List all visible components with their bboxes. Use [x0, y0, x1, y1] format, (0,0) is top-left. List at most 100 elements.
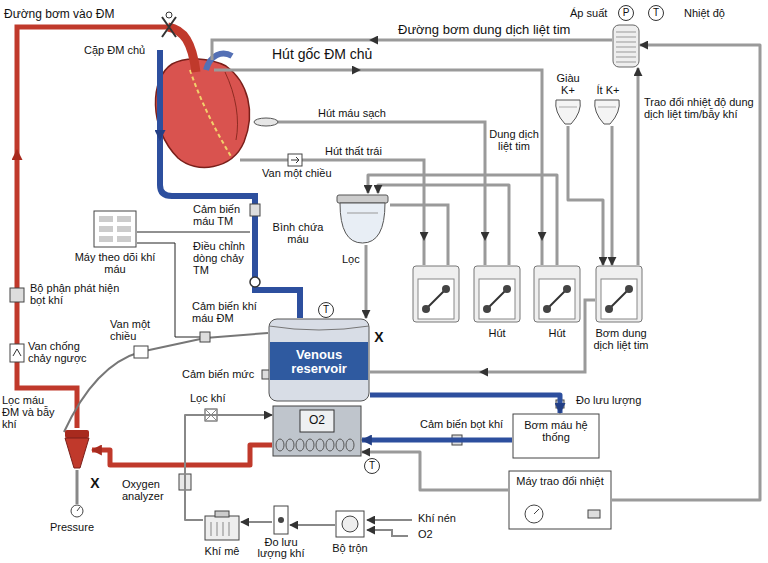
illustration-part: [418, 279, 454, 319]
part-label: Lọc khí: [190, 392, 240, 404]
sensors: [179, 370, 564, 490]
illustration-part: [214, 70, 542, 265]
illustration-part: [480, 372, 500, 373]
suction-wand: [254, 118, 302, 166]
part-label: Van một chiều: [110, 318, 156, 342]
node-label: Hút: [533, 327, 581, 339]
node-label: Bộ trộn: [327, 542, 373, 554]
tube-connector: [241, 521, 272, 523]
illustration-part: [10, 344, 24, 362]
tube-connector: [185, 415, 272, 520]
tube-connector: [368, 175, 557, 265]
node-shape: [473, 265, 521, 323]
venous-line: [160, 50, 300, 318]
gas-blender: Bộ trộn: [335, 510, 365, 538]
node-label: Bình chứa máu: [267, 221, 329, 245]
node-label: Bơm máu hệ thống: [515, 419, 597, 443]
node-shape: [592, 98, 622, 126]
part-label: Nhiệt độ: [684, 7, 744, 19]
illustration-part: [422, 305, 430, 313]
part-label: Cảm biến mức: [182, 368, 262, 380]
illustration-part: [71, 505, 83, 517]
part-label: Cảm biến bọt khí: [420, 418, 510, 430]
illustration-part: [77, 507, 80, 511]
node-shape: [272, 405, 362, 457]
illustration-part: [168, 27, 196, 72]
node-shape: [595, 265, 643, 323]
illustration-part: [137, 232, 250, 233]
illustration-part: [160, 50, 300, 318]
illustration-part: [542, 220, 543, 240]
node-shape: [612, 24, 640, 68]
node-shape: [553, 98, 583, 126]
sensor-symbol: P: [618, 5, 634, 21]
illustration-part: [413, 266, 459, 322]
node-label: Máy theo dõi khí máu: [68, 251, 162, 275]
illustration-part: [370, 40, 380, 41]
part-label: Hút thất trái: [325, 145, 415, 157]
part-label: Cảm biến máu TM: [193, 203, 245, 227]
node-shape: [335, 510, 365, 538]
illustration-part: [160, 110, 161, 140]
node-label: Lọc máu ĐM và bẫy khí: [2, 394, 58, 430]
part-label: Bộ phận phát hiện bọt khí: [30, 282, 120, 306]
part-label: Cặp ĐM chủ: [84, 44, 164, 56]
venous-reservoir: Venous reservoir: [268, 318, 370, 402]
sensor-symbol: T: [648, 5, 664, 21]
arterial-line: [10, 12, 176, 517]
sensor-symbol: T: [364, 458, 380, 474]
node-shape: [533, 265, 581, 323]
tube-connector: [365, 245, 368, 318]
part-label: Pressure: [50, 521, 110, 533]
roller-pump: Hút: [533, 265, 581, 323]
process-box: Máy trao đổi nhiệt: [508, 470, 612, 530]
node-shape: [62, 428, 92, 470]
tube-connector: [378, 185, 509, 265]
illustration-part: [424, 220, 425, 240]
part-label: Oxygen analyzer: [122, 478, 174, 502]
node-label: Ít K+: [588, 84, 628, 96]
part-label: Cảm biến khí máu ĐM: [192, 300, 264, 324]
node-label: Bơm dung dịch liệt tim: [593, 327, 649, 351]
illustration-part: [134, 346, 148, 358]
node-label: Trao đổi nhiệt độ dung dịch liệt tim/bẫy…: [644, 96, 756, 120]
illustration-part: [288, 154, 302, 166]
illustration-part: [367, 530, 408, 536]
illustration-part: [291, 157, 299, 163]
illustration-part: [442, 285, 450, 293]
tube-connector: [290, 524, 335, 526]
node-shape: [335, 193, 390, 245]
roller-pump: Bơm dung dịch liệt tim: [595, 265, 643, 323]
tube-connector: [568, 126, 603, 265]
illustration-part: [390, 205, 448, 265]
part-label: Đường bơm dung dịch liệt tim: [398, 23, 598, 37]
illustration-part: [367, 519, 412, 521]
roller-pump: Hút: [473, 265, 521, 323]
tube-connector: [637, 68, 640, 265]
node-shape: [93, 210, 137, 248]
tube-connector: [611, 126, 614, 265]
illustration-part: [10, 288, 24, 302]
illustration-part: [485, 220, 486, 240]
tube-connector: [92, 445, 272, 465]
solution-bag: Ít K+: [592, 98, 622, 126]
illustration-part: [162, 17, 176, 37]
illustration-part: [64, 333, 268, 432]
illustration-part: [250, 204, 260, 216]
heat-exchanger: Trao đổi nhiệt độ dung dịch liệt tim/bẫy…: [612, 24, 640, 68]
illustration-part: [17, 150, 18, 200]
gas-monitor: Máy theo dõi khí máu: [93, 210, 137, 248]
tube-connector: [362, 452, 508, 490]
cardiotomy-reservoir: Bình chứa máu: [335, 193, 390, 245]
clamp-mark: X: [372, 330, 386, 345]
illustration-part: [250, 277, 260, 287]
part-label: Áp suất: [570, 7, 615, 19]
part-label: Hút máu sạch: [318, 107, 408, 119]
gas-inlets: [367, 520, 412, 536]
illustration-part: [254, 118, 278, 126]
solution-bag: Giàu K+: [553, 98, 583, 126]
tube-connector: [370, 395, 560, 413]
